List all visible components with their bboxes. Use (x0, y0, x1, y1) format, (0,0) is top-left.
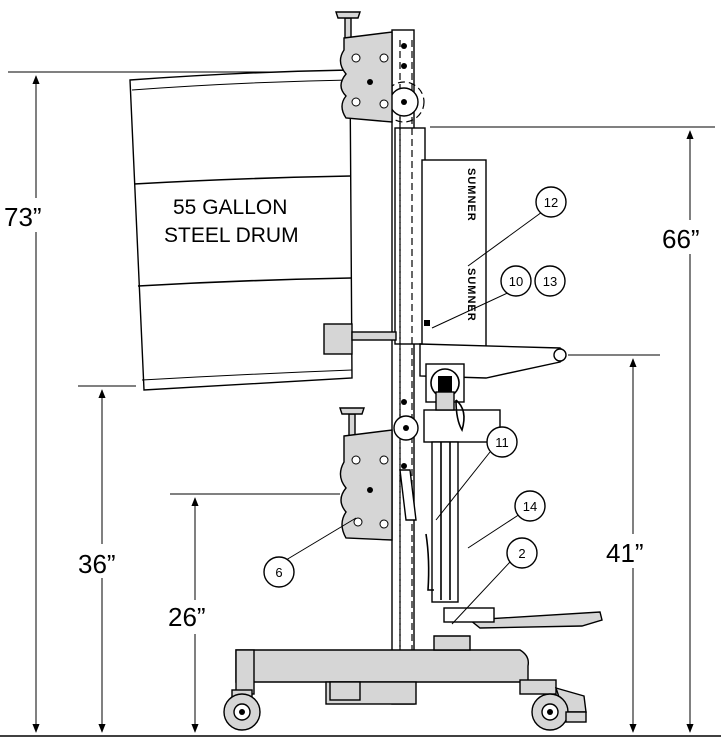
balloon-11-label: 11 (495, 435, 509, 450)
dimension-arm-height: 41” (568, 354, 664, 733)
balloon-6-label: 6 (275, 565, 282, 580)
dimension-label-26: 26” (168, 602, 206, 632)
balloon-10-label: 10 (509, 274, 523, 289)
dimension-upper-clamp-height: 36” (76, 385, 136, 733)
base-frame (235, 607, 603, 705)
dimension-label-41: 41” (606, 538, 644, 568)
balloon-6: 6 (263, 556, 295, 588)
caster-wheel-left (223, 689, 261, 731)
balloon-12-label: 12 (544, 195, 558, 210)
balloon-2-label: 2 (518, 546, 525, 561)
dimension-label-66: 66” (662, 224, 700, 254)
dimension-mast-height: 66” (430, 126, 721, 733)
balloon-11: 11 (486, 426, 518, 458)
caster-wheel-right (519, 679, 587, 731)
lift-carriage (423, 363, 501, 603)
balloon-2: 2 (506, 537, 538, 569)
brand-decal-bottom: SUMNER (465, 268, 477, 322)
mast-assembly (383, 29, 426, 705)
lower-drum-clamp (339, 407, 417, 541)
balloon-12: 12 (535, 186, 567, 218)
steel-drum: 55 GALLON STEEL DRUM (129, 69, 353, 391)
drum-label-line2: STEEL DRUM (164, 224, 299, 247)
balloon-14-label: 14 (523, 499, 537, 514)
brand-decal-top: SUMNER (465, 168, 477, 222)
balloon-10: 10 (500, 265, 532, 297)
balloon-14: 14 (514, 490, 546, 522)
dimension-overall-height: 73” (2, 71, 340, 733)
dimension-label-36: 36” (78, 549, 116, 579)
power-unit-housing: SUMNER SUMNER (421, 159, 487, 355)
drum-label-line1: 55 GALLON (173, 196, 287, 219)
upper-drum-clamp (335, 11, 393, 123)
balloon-13: 13 (534, 265, 566, 297)
dimension-lower-clamp-height: 26” (166, 493, 340, 733)
dimension-label-73: 73” (4, 202, 42, 232)
drum-lower-hook (323, 323, 397, 355)
balloon-13-label: 13 (543, 274, 557, 289)
